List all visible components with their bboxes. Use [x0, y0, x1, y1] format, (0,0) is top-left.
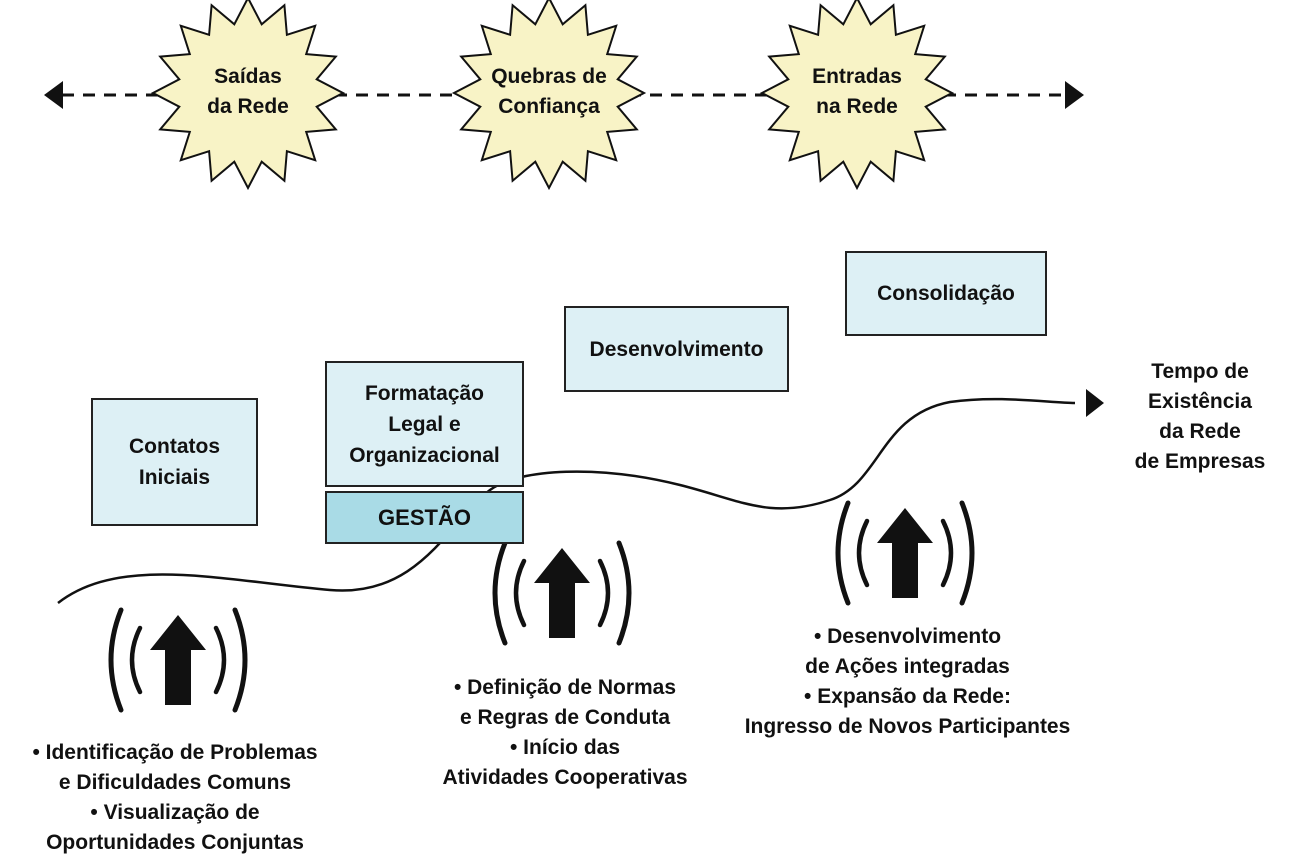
signal-waves-icon: [597, 558, 611, 628]
time-axis-label: Tempo de Existência da Rede de Empresas: [1134, 360, 1266, 473]
network-evolution-curve: [57, 397, 1076, 604]
event-label-saidas: Saídas da Rede: [207, 65, 289, 118]
starburst-icon-entradas: [759, 0, 955, 191]
signal-waves-icon: [940, 518, 954, 588]
phase-box-gestao: GESTÃO: [325, 491, 524, 544]
up-arrow-icon: [877, 508, 933, 598]
signal-waves-icon: [108, 607, 124, 713]
outcome-text-1: • Identificação de Problemas e Dificulda…: [32, 741, 318, 854]
signal-waves-icon: [856, 518, 870, 588]
signal-waves-icon: [616, 540, 632, 646]
phase-box-desenvolvimento: Desenvolvimento: [564, 306, 789, 392]
signal-waves-icon: [213, 625, 227, 695]
phase-box-contatos: Contatos Iniciais: [91, 398, 258, 526]
up-arrow-icon: [534, 548, 590, 638]
outcome-text-2: • Definição de Normas e Regras de Condut…: [442, 676, 688, 789]
event-label-entradas: Entradas na Rede: [812, 65, 902, 118]
arrow-right-icon: [1086, 389, 1104, 417]
signal-waves-icon: [492, 540, 508, 646]
phase-box-formatacao: Formatação Legal e Organizacional: [325, 361, 524, 487]
signal-icon-3: [835, 500, 975, 606]
signal-icon-1: [108, 607, 248, 713]
signal-waves-icon: [959, 500, 975, 606]
starburst-icon-quebras: [451, 0, 647, 191]
outcome-text-3: • Desenvolvimento de Ações integradas • …: [744, 625, 1071, 738]
signal-waves-icon: [835, 500, 851, 606]
arrow-right-icon: [1065, 81, 1084, 109]
signal-waves-icon: [513, 558, 527, 628]
signal-icon-2: [492, 540, 632, 646]
phase-box-consolidacao: Consolidação: [845, 251, 1047, 336]
up-arrow-icon: [150, 615, 206, 705]
starburst-icon-saidas: [150, 0, 346, 191]
signal-waves-icon: [129, 625, 143, 695]
event-label-quebras: Quebras de Confiança: [491, 65, 607, 118]
arrow-left-icon: [44, 81, 63, 109]
signal-waves-icon: [232, 607, 248, 713]
